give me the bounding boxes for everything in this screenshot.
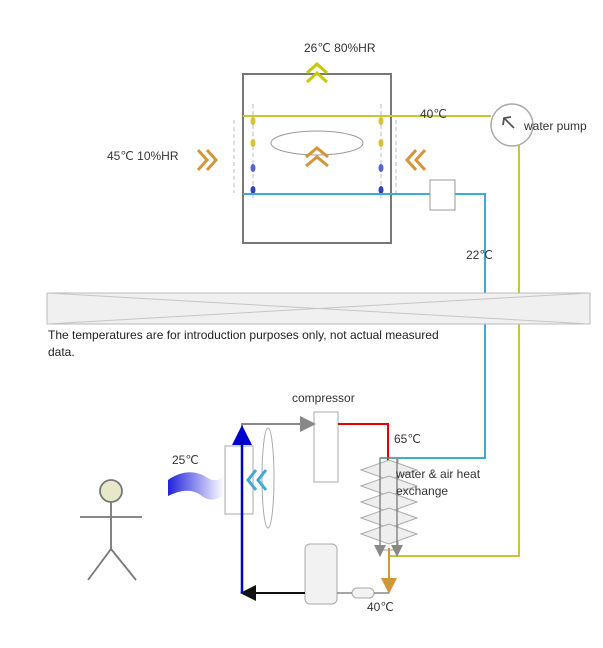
left-input-label: 45℃ 10%HR [107, 149, 179, 163]
cold-water-pipe [243, 193, 486, 459]
person-icon [80, 479, 142, 581]
return-temp-label: 22℃ [466, 248, 493, 262]
droplet-icon [378, 186, 384, 194]
droplet-icon [250, 164, 256, 172]
chevron-up-top-icon [305, 61, 329, 84]
refrigerant-circuit [224, 411, 419, 605]
air-wave-icon [168, 472, 224, 500]
droplet-icon [250, 139, 256, 147]
water-loop [243, 103, 534, 557]
water-pump[interactable] [490, 103, 534, 147]
indoor-fan-ellipse [270, 130, 364, 156]
chevron-left-intake-icon [404, 148, 427, 172]
chevron-up-center-icon [305, 146, 329, 168]
chevron-left-outdoor-icon [246, 469, 268, 491]
droplet-icon [378, 117, 384, 125]
droplet-icon [250, 186, 256, 194]
discharge-temp-label: 65℃ [394, 432, 421, 446]
disclaimer-note: The temperatures are for introduction pu… [48, 328, 439, 359]
water-pump-label[interactable]: water pump [524, 119, 587, 133]
chevron-right-intake-icon [196, 148, 219, 172]
droplet-icon [378, 164, 384, 172]
ambient-temp-label: 25℃ [172, 453, 199, 467]
droplet-icon [250, 117, 256, 125]
expansion-valve [351, 587, 375, 599]
outdoor-fan [261, 427, 275, 529]
flow-meter [429, 179, 456, 211]
suction-line [241, 416, 316, 432]
receiver-tank [304, 543, 338, 605]
heat-exchange-label-line1: water & air heat [396, 467, 481, 481]
wall-separator [46, 292, 591, 325]
compressor[interactable] [313, 411, 339, 483]
droplet-icon [378, 139, 384, 147]
indoor-unit [196, 61, 427, 244]
pump-arrow-icon [502, 116, 515, 129]
heat-exchange-label-line2: exchange [396, 484, 449, 498]
water-air-heat-exchanger [359, 457, 419, 557]
bottom-temp-label: 40℃ [367, 600, 394, 614]
hot-water-pipe-right [390, 145, 520, 557]
top-output-label: 26℃ 80%HR [304, 41, 376, 55]
compressor-label: compressor [292, 391, 355, 405]
hot-pipe-temp-label: 40℃ [420, 107, 447, 121]
